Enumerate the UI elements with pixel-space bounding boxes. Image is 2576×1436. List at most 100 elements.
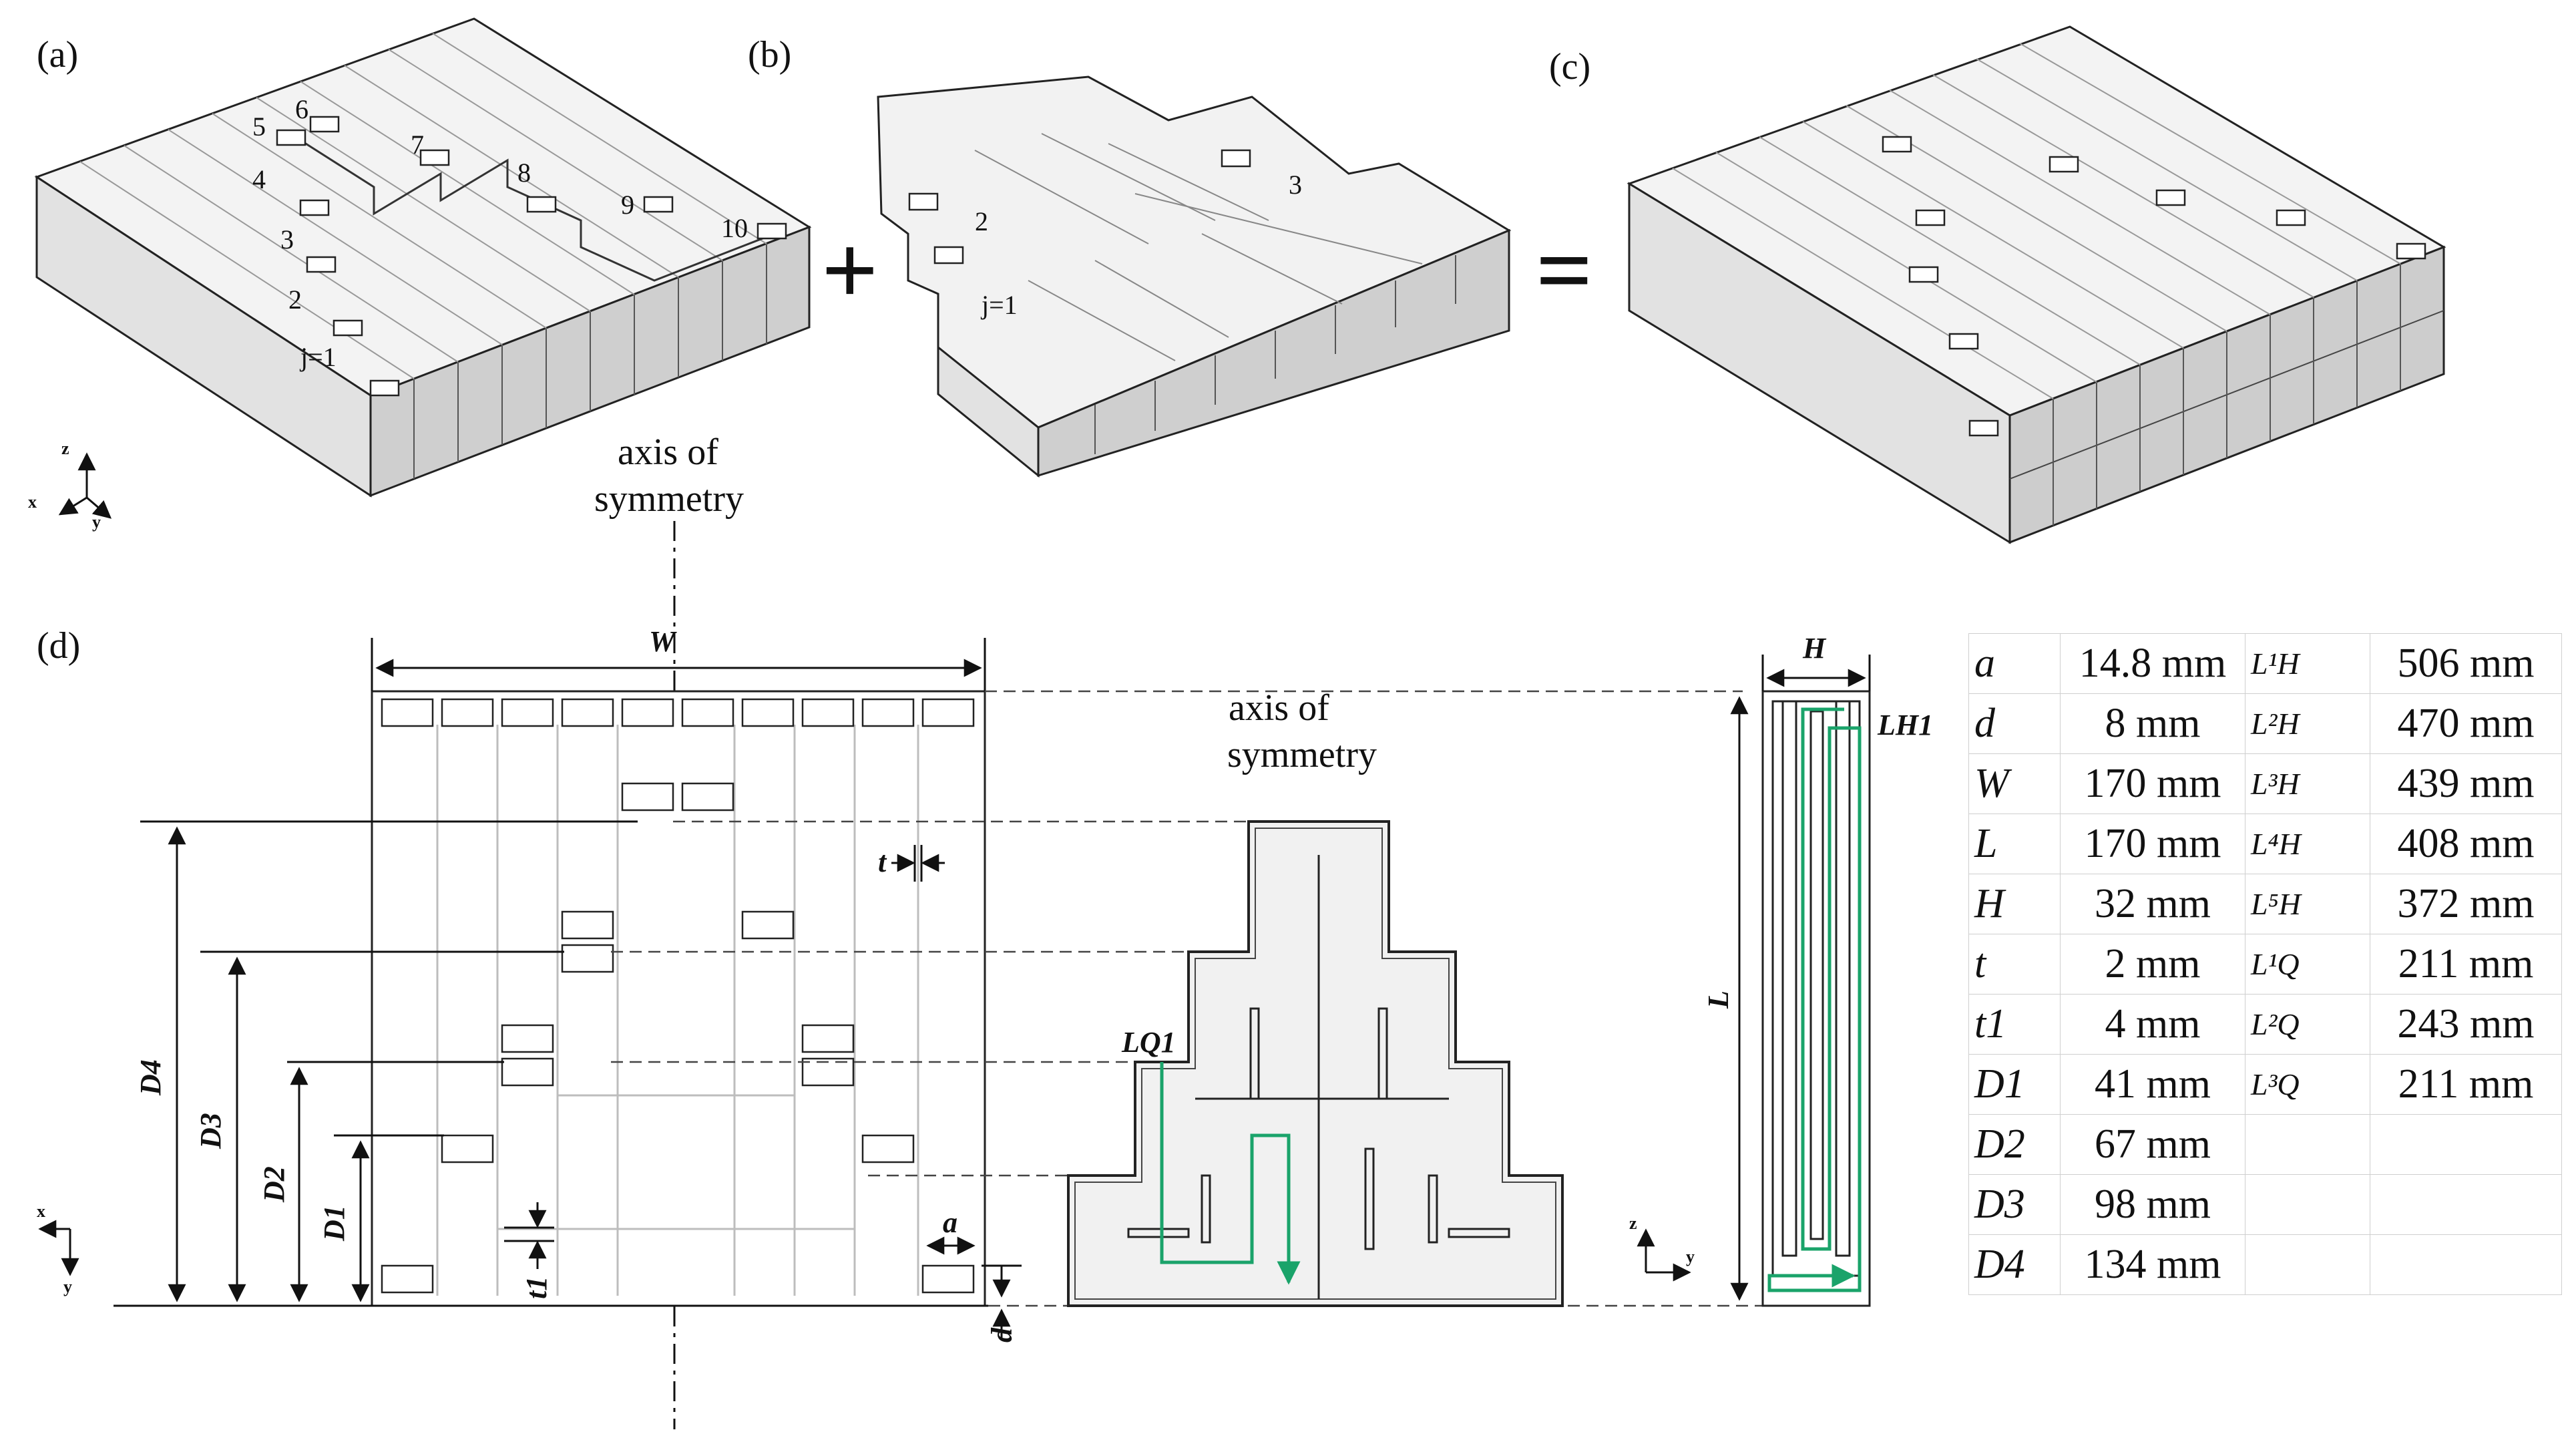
outlet-box [757, 222, 787, 240]
side-view: H L LH1 z y [1629, 632, 1933, 1307]
param-value: 2 mm [2060, 934, 2245, 995]
inlet-box [561, 698, 614, 727]
length-symbol: L³H [2245, 753, 2370, 814]
param-symbol: t [1968, 934, 2061, 995]
tube-number: 6 [295, 94, 308, 124]
panel-a-isometric-view: 5 6 4 7 8 9 10 3 2 j=1 z x y [28, 17, 812, 532]
param-symbol: L [1968, 814, 2061, 874]
tube-number: 7 [411, 130, 424, 160]
outlet-box [2396, 242, 2426, 260]
length-value: 243 mm [2370, 994, 2562, 1055]
outlet-box [621, 782, 674, 812]
param-value: 32 mm [2060, 874, 2245, 934]
equals-operator: = [1536, 215, 1592, 326]
param-symbol: a [1968, 633, 2061, 694]
iso-axes-triad [58, 452, 112, 519]
axis-of-symmetry-label-3: axis of [1229, 687, 1329, 729]
inlet-box [861, 698, 915, 727]
param-value: 4 mm [2060, 994, 2245, 1055]
outlet-box [1882, 136, 1912, 153]
param-symbol: D1 [1968, 1054, 2061, 1115]
plan-axes [38, 1220, 79, 1276]
panel-b-isometric-view: 2 j=1 3 [877, 75, 1512, 478]
outlet-box [908, 192, 939, 211]
iso-axis-z: z [61, 439, 69, 458]
inlet-box [381, 698, 434, 727]
dim-label-D2: D2 [258, 1166, 290, 1203]
dim-label-t1: t1 [520, 1276, 553, 1299]
param-value: 98 mm [2060, 1174, 2245, 1235]
inlet-box [501, 698, 554, 727]
outlet-box [501, 1057, 554, 1087]
tube-number: 3 [1289, 170, 1302, 200]
dim-label-W: W [649, 625, 677, 658]
inlet-box [921, 698, 975, 727]
param-symbol: D2 [1968, 1114, 2061, 1175]
outlet-box [741, 910, 795, 940]
dim-label-D3: D3 [194, 1113, 227, 1149]
outlet-box [1948, 333, 1979, 350]
outlet-box [526, 196, 557, 213]
length-symbol: L²Q [2245, 994, 2370, 1055]
inlet-box [681, 698, 734, 727]
outlet-box [681, 782, 734, 812]
tube-number: 10 [721, 213, 748, 243]
dim-label-LH1: LH1 [1877, 709, 1933, 741]
inlet-box [801, 698, 855, 727]
param-value: 170 mm [2060, 814, 2245, 874]
dim-label-D4: D4 [134, 1059, 167, 1096]
length-value [2370, 1114, 2562, 1175]
plan-outline [371, 690, 986, 1307]
param-symbol: d [1968, 693, 2061, 754]
dim-label-L: L [1702, 991, 1735, 1009]
dim-label-t: t [878, 846, 887, 878]
iso-axis-y: y [92, 512, 101, 532]
length-value: 439 mm [2370, 753, 2562, 814]
length-value: 372 mm [2370, 874, 2562, 934]
flow-path-LH1 [1767, 707, 1862, 1292]
param-symbol: H [1968, 874, 2061, 934]
panel-label-c: (c) [1549, 46, 1590, 87]
param-value: 170 mm [2060, 753, 2245, 814]
outlet-box [309, 116, 340, 133]
outlet-box [801, 1057, 855, 1087]
axis-of-symmetry-label-4: symmetry [1227, 734, 1377, 775]
panel-label-a: (a) [37, 34, 78, 75]
panel-label-b: (b) [748, 34, 791, 75]
outlet-box [333, 319, 363, 337]
dim-label-d: d [986, 1327, 1018, 1342]
param-value: 67 mm [2060, 1114, 2245, 1175]
outlet-box [2049, 156, 2079, 173]
length-symbol: L⁵H [2245, 874, 2370, 934]
panel-d-plan-view: W t D4 D3 [37, 521, 1763, 1429]
outlet-box [1908, 266, 1939, 283]
dim-label-H: H [1802, 632, 1827, 665]
outlet-box [381, 1264, 434, 1294]
side-axis-y: y [1686, 1247, 1695, 1266]
param-symbol: t1 [1968, 994, 2061, 1055]
param-symbol: W [1968, 753, 2061, 814]
length-symbol [2245, 1114, 2370, 1175]
param-value: 8 mm [2060, 693, 2245, 754]
length-value: 506 mm [2370, 633, 2562, 694]
outlet-box [861, 1134, 915, 1163]
outlet-box [369, 379, 400, 397]
panel-a-stepped-edge [300, 139, 775, 282]
length-symbol [2245, 1234, 2370, 1295]
length-symbol [2245, 1174, 2370, 1235]
flow-path-LQ1 [1160, 1062, 1301, 1285]
plan-axis-x: x [37, 1202, 45, 1221]
length-value [2370, 1174, 2562, 1235]
tube-number: 4 [252, 164, 266, 194]
dim-label-D1: D1 [318, 1205, 351, 1242]
